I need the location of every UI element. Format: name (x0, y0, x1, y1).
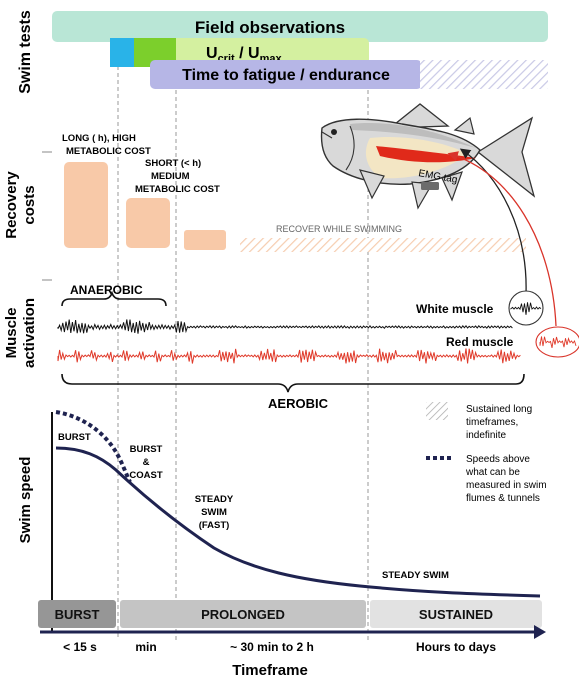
fish-back-shade (350, 123, 476, 148)
fish-illustration: EMG tag (320, 103, 536, 210)
field-observations-label: Field observations (195, 18, 345, 37)
phase-sustained-bar (370, 600, 542, 628)
phase-sustained-label: SUSTAINED (419, 607, 493, 622)
speed-label-burst: BURST (58, 432, 91, 443)
ucrit-blue-segment (110, 38, 134, 67)
red-muscle-trace (57, 348, 521, 364)
legend-dotted-text: flumes & tunnels (466, 493, 540, 504)
recover-swimming-label: RECOVER WHILE SWIMMING (276, 224, 402, 234)
recovery-section: LONG ( h), HIGH METABOLIC COST SHORT (< … (62, 133, 526, 252)
fish-eye (331, 129, 337, 135)
timeframe-t1: < 15 s (63, 640, 97, 654)
legend-hatch-text: Sustained long (466, 404, 532, 415)
timeframe-t3: ~ 30 min to 2 h (230, 640, 314, 654)
recovery-short-bar (126, 198, 170, 248)
legend-hatch-text: indefinite (466, 430, 506, 441)
swim-speed-plot: BURST BURST & COAST STEADY SWIM (FAST) S… (51, 410, 541, 632)
label-swim-tests: Swim tests (17, 10, 34, 94)
field-observations-bar (52, 11, 548, 42)
timeframe-axis-label: Timeframe (232, 662, 308, 679)
white-muscle-mini-trace (510, 302, 542, 315)
label-recovery-1: Recovery (3, 171, 20, 239)
fish-tail (476, 116, 536, 198)
emg-tag-icon (421, 182, 439, 190)
fish-gill-line (345, 125, 355, 171)
y-axis-labels: Swim tests Recovery costs Muscle activat… (3, 10, 38, 543)
fish-adipose-fin (453, 116, 475, 135)
phase-burst-bar (38, 600, 116, 628)
fatigue-hatch (420, 60, 548, 89)
recovery-short-label: MEDIUM (151, 171, 190, 182)
legend: Sustained long timeframes, indefinite Sp… (426, 402, 547, 504)
red-muscle-arrow (447, 151, 557, 327)
red-muscle-label: Red muscle (446, 335, 514, 349)
recovery-short-label: SHORT (< h) (145, 158, 201, 169)
anaerobic-label: ANAEROBIC (70, 283, 143, 297)
fatigue-label: Time to fatigue / endurance (182, 67, 390, 84)
white-muscle-label: White muscle (416, 302, 494, 316)
white-muscle-circle (508, 290, 544, 326)
speed-label-burst-coast: & (143, 457, 150, 468)
time-axis: < 15 s min ~ 30 min to 2 h Hours to days… (40, 625, 546, 679)
timeframe-t2: min (135, 640, 156, 654)
fish-pectoral-fin (358, 169, 385, 200)
phase-burst-label: BURST (55, 607, 100, 622)
red-muscle-mini-trace (539, 336, 577, 349)
phase-prolonged-bar (120, 600, 366, 628)
fatigue-bar (150, 60, 422, 89)
recovery-long-label: METABOLIC COST (66, 146, 151, 157)
recovery-long-bar (64, 162, 108, 248)
speed-label-burst-coast: BURST (130, 444, 163, 455)
recovery-short-label: METABOLIC COST (135, 184, 220, 195)
aerobic-brace (61, 373, 525, 393)
speed-label-steady-fast: SWIM (201, 507, 227, 518)
fish-mouth (321, 131, 333, 139)
speed-above-measurable-curve (55, 410, 132, 483)
swim-tests-bars: Field observations Ucrit / Umax Time to … (52, 11, 548, 89)
white-muscle-trace (57, 319, 513, 334)
legend-dotted-text: measured in swim (466, 480, 547, 491)
recovery-minimal-bar (184, 230, 226, 250)
muscle-section: ANAEROBIC White muscle Red muscle AEROBI… (57, 283, 579, 411)
legend-dotted-text: Speeds above (466, 454, 530, 465)
white-muscle-arrow (459, 148, 527, 295)
legend-hatch-swatch (426, 402, 448, 420)
recover-swimming-hatch (240, 238, 526, 252)
label-swim-speed: Swim speed (17, 457, 34, 544)
label-muscle-1: Muscle (3, 308, 20, 359)
speed-label-burst-coast: COAST (129, 470, 162, 481)
legend-dotted-text: what can be (465, 467, 520, 478)
legend-hatch-text: timeframes, (466, 417, 518, 428)
timeframe-t4: Hours to days (416, 640, 496, 654)
aerobic-label: AEROBIC (268, 396, 329, 411)
fish-anal-fin (441, 171, 463, 202)
speed-label-steady-fast: (FAST) (199, 520, 230, 531)
recovery-long-label: LONG ( h), HIGH (62, 133, 136, 144)
time-guides (117, 62, 369, 640)
phase-prolonged-label: PROLONGED (201, 607, 285, 622)
x-axis-arrowhead (534, 625, 546, 639)
swim-speed-curve (55, 446, 541, 598)
speed-label-steady-fast: STEADY (195, 494, 234, 505)
label-recovery-2: costs (21, 185, 38, 224)
label-muscle-2: activation (21, 298, 38, 368)
anaerobic-brace (61, 290, 167, 307)
speed-label-steady: STEADY SWIM (382, 570, 449, 581)
phase-bars: BURST PROLONGED SUSTAINED (38, 600, 542, 628)
